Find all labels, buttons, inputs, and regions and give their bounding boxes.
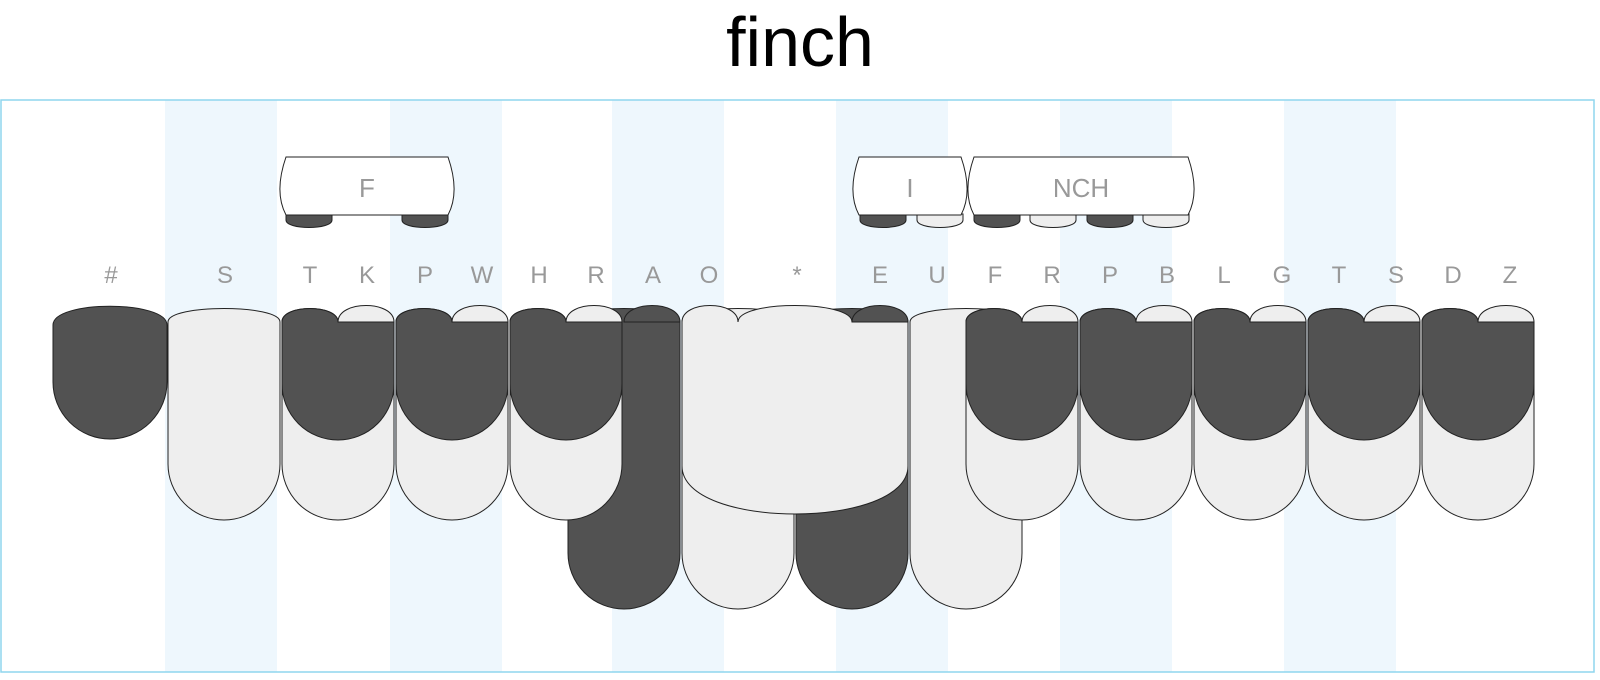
chord-groups: F I NCH: [279, 156, 1195, 228]
key-label: Z: [1503, 262, 1518, 289]
key-label: S: [217, 262, 233, 289]
key-Z-cap: [1477, 305, 1535, 323]
key-D: [1421, 308, 1535, 441]
key-K-cap: [337, 305, 395, 323]
chord-dot: [401, 213, 449, 228]
chord-label: F: [359, 173, 375, 203]
key-L: [1193, 308, 1307, 441]
key-label: E: [872, 262, 888, 289]
key-G-cap: [1249, 305, 1307, 323]
chord-group-2: I: [852, 156, 968, 228]
chord-dot: [1029, 213, 1077, 228]
chord-dot: [1086, 213, 1134, 228]
key-A-cap: [623, 305, 681, 323]
key-H: [509, 308, 623, 441]
key-label: P: [417, 262, 433, 289]
key-R_left-cap: [565, 305, 623, 323]
key-label: O: [700, 262, 719, 289]
key-label: U: [928, 262, 945, 289]
keyboard-frame: [0, 99, 1595, 673]
key-T_right: [1307, 308, 1421, 441]
key-label: P: [1102, 262, 1118, 289]
word-title: finch: [726, 3, 874, 81]
chord-pill: [279, 156, 455, 216]
key-number: [52, 305, 168, 440]
key-label: B: [1159, 262, 1175, 289]
key-label: K: [359, 262, 375, 289]
key-label: G: [1273, 262, 1292, 289]
chord-group-3: NCH: [967, 156, 1195, 228]
key-T: [281, 308, 395, 441]
key-P_left: [395, 308, 509, 441]
key-label: R: [1043, 262, 1060, 289]
key-labels: # S T K P W H R A O * E U F R P B L G T S D Z: [104, 262, 1517, 289]
key-B-cap: [1135, 305, 1193, 323]
key-label: T: [1332, 262, 1347, 289]
key-label: L: [1217, 262, 1230, 289]
key-label: W: [471, 262, 494, 289]
key-W-cap: [451, 305, 509, 323]
chord-group-1: F: [279, 156, 455, 228]
key-S: [167, 308, 281, 521]
chord-pill: [967, 156, 1195, 216]
chord-dot: [859, 213, 907, 228]
chord-label: NCH: [1053, 173, 1109, 203]
key-label: *: [792, 262, 801, 289]
key-star: [681, 305, 909, 515]
key-label: T: [303, 262, 318, 289]
chord-dot: [285, 213, 333, 228]
key-label: #: [104, 262, 118, 289]
key-label: F: [988, 262, 1003, 289]
key-label: R: [587, 262, 604, 289]
chord-dot: [916, 213, 964, 228]
chord-pill: [852, 156, 968, 216]
key-label: H: [530, 262, 547, 289]
steno-keys: [52, 305, 1535, 610]
key-label: S: [1388, 262, 1404, 289]
key-label: D: [1444, 262, 1461, 289]
key-E-cap: [851, 305, 909, 323]
key-label: A: [645, 262, 661, 289]
key-P_right: [1079, 308, 1193, 441]
chord-dot: [973, 213, 1021, 228]
key-F: [965, 308, 1079, 441]
chord-label: I: [906, 173, 913, 203]
chord-dot: [1142, 213, 1190, 228]
key-S_right-cap: [1363, 305, 1421, 323]
key-R_right-cap: [1021, 305, 1079, 323]
